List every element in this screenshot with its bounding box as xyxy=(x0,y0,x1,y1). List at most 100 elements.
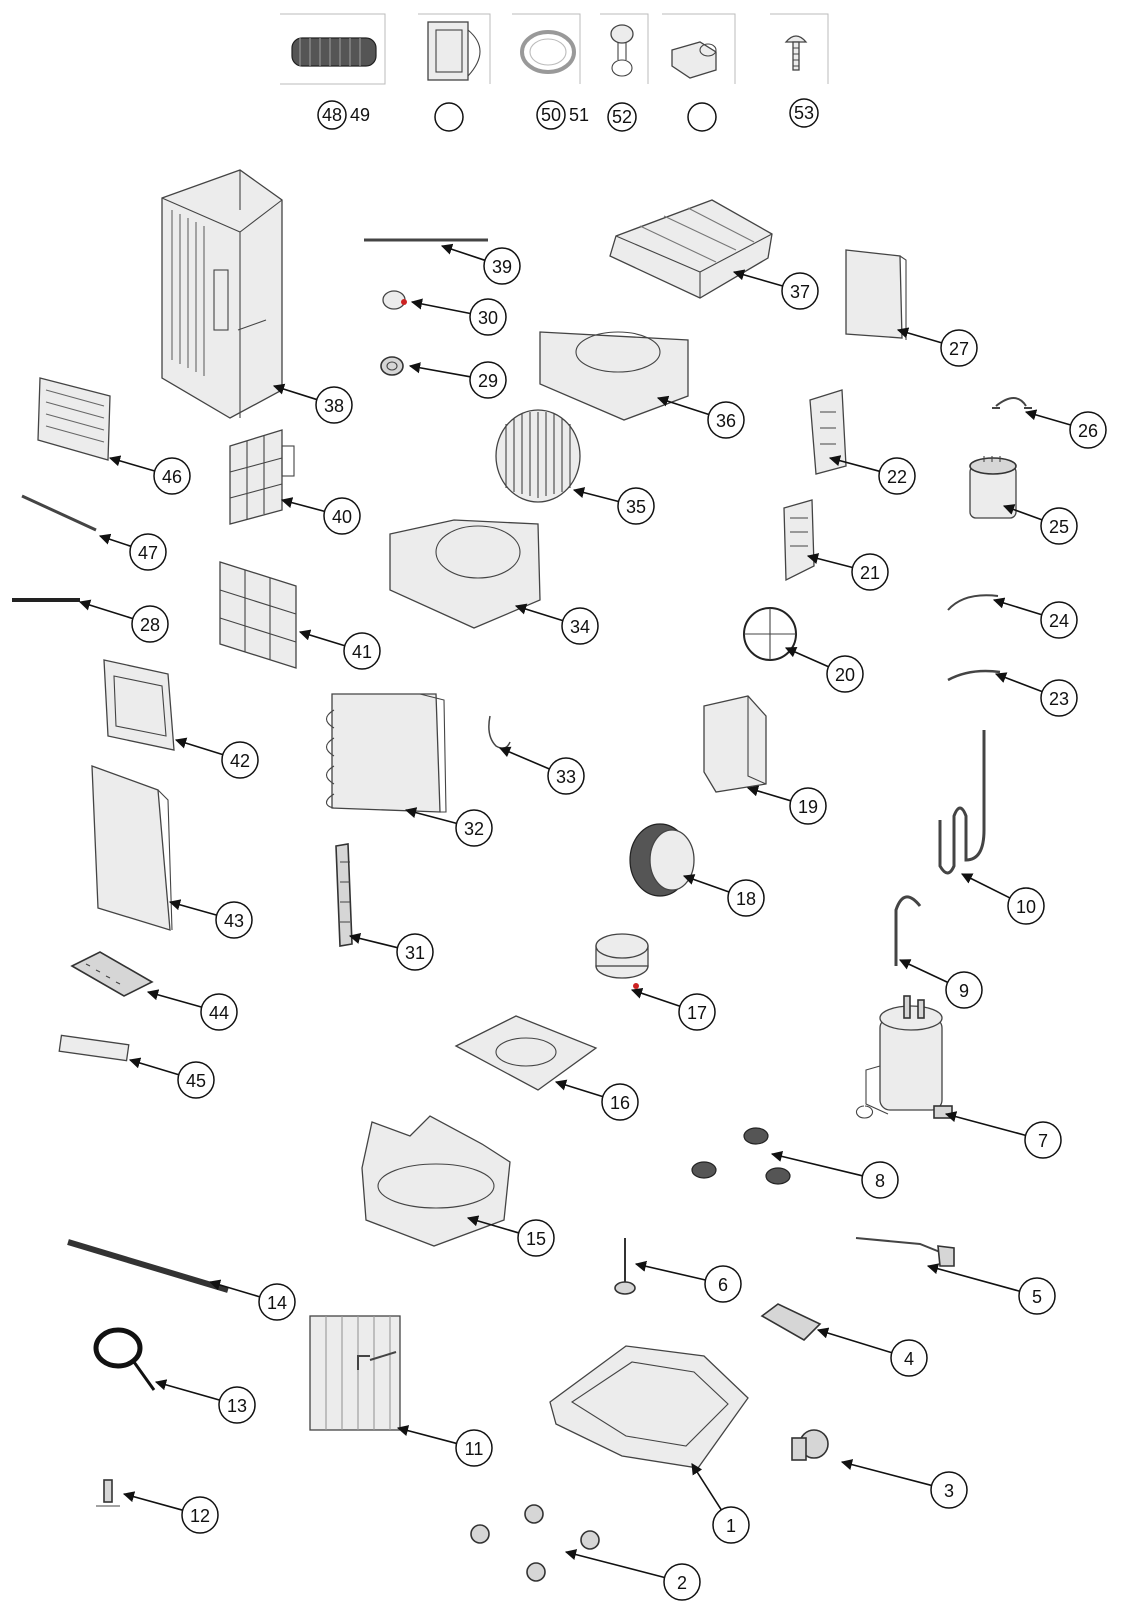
filter-frame-part xyxy=(37,377,111,461)
callout-bubble xyxy=(323,497,361,535)
leader-line xyxy=(498,746,550,770)
valve-part xyxy=(96,1479,120,1507)
callout-bubble xyxy=(945,971,983,1009)
callout-number: 34 xyxy=(570,617,590,637)
callout-bubble xyxy=(455,1429,493,1467)
top-cover-part xyxy=(609,199,773,299)
callout-number: 2 xyxy=(677,1573,687,1593)
callout-number: 26 xyxy=(1078,421,1098,441)
callout-29: 29 xyxy=(408,361,507,399)
leader-line xyxy=(926,1263,1020,1292)
callout-4: 4 xyxy=(816,1327,928,1377)
fan-motor-part xyxy=(595,933,649,989)
callout-number: 18 xyxy=(736,889,756,909)
callout-13: 13 xyxy=(154,1379,256,1424)
callout-bubble xyxy=(181,1496,219,1534)
callout-bubble xyxy=(878,457,916,495)
callout-number: 6 xyxy=(718,1275,728,1295)
drain-cap-icon xyxy=(600,13,649,84)
callout-number: 46 xyxy=(162,467,182,487)
leader-line xyxy=(806,553,853,569)
callout-bubble xyxy=(890,1339,928,1377)
callout-bubble xyxy=(483,247,521,285)
callout-bubble xyxy=(678,993,716,1031)
callout-42: 42 xyxy=(174,737,259,779)
callout-bubble xyxy=(561,607,599,645)
callout-37: 37 xyxy=(732,269,819,310)
fan-shroud-part xyxy=(361,1115,511,1247)
callout-44: 44 xyxy=(146,989,238,1031)
leader-line xyxy=(154,1379,220,1401)
callout-number: 7 xyxy=(1038,1131,1048,1151)
callout-bubble xyxy=(707,401,745,439)
leader-line xyxy=(784,646,829,668)
callout-number: 22 xyxy=(887,467,907,487)
bushing-29-part xyxy=(380,356,404,376)
leader-line xyxy=(408,362,471,378)
svg-text:51: 51 xyxy=(569,105,589,125)
accessory-label-53: 53 xyxy=(789,98,819,128)
callout-9: 9 xyxy=(898,959,983,1009)
callout-bubble xyxy=(343,632,381,670)
callout-47: 47 xyxy=(98,533,167,571)
leader-line xyxy=(78,599,134,620)
callout-number: 25 xyxy=(1049,517,1069,537)
callout-36: 36 xyxy=(656,395,745,439)
callout-28: 28 xyxy=(78,599,169,643)
bracket-part xyxy=(335,843,353,947)
leader-line xyxy=(1024,409,1071,426)
accessory-label-blank-1 xyxy=(434,102,464,132)
callout-number: 36 xyxy=(716,411,736,431)
callout-number: 42 xyxy=(230,751,250,771)
wire-harness-part xyxy=(855,1237,955,1267)
callout-number: 44 xyxy=(209,1003,229,1023)
callout-number: 47 xyxy=(138,543,158,563)
callout-bubble xyxy=(547,757,585,795)
callout-bubble xyxy=(1040,679,1078,717)
callout-number: 41 xyxy=(352,642,372,662)
callout-number: 38 xyxy=(324,396,344,416)
leader-line xyxy=(554,1079,604,1098)
callout-bubble xyxy=(663,1563,701,1601)
callout-24: 24 xyxy=(992,597,1078,639)
leader-line xyxy=(564,1549,665,1579)
blower-housing-part xyxy=(389,519,541,629)
callout-bubble xyxy=(153,457,191,495)
callout-number: 20 xyxy=(835,665,855,685)
leader-line xyxy=(298,629,346,647)
callout-31: 31 xyxy=(348,932,434,971)
filter-41-part xyxy=(219,561,297,669)
leader-line xyxy=(960,873,1011,899)
callout-number: 33 xyxy=(556,767,576,787)
callout-number: 40 xyxy=(332,507,352,527)
leader-line xyxy=(146,989,202,1008)
callout-number: 29 xyxy=(478,371,498,391)
callout-45: 45 xyxy=(128,1057,215,1099)
callout-number: 1 xyxy=(726,1516,736,1536)
callout-number: 16 xyxy=(610,1093,630,1113)
callout-32: 32 xyxy=(404,807,493,847)
callout-number: 37 xyxy=(790,282,810,302)
power-cord-part xyxy=(93,1327,156,1391)
callout-19: 19 xyxy=(746,785,827,825)
callout-40: 40 xyxy=(280,497,361,535)
leader-line xyxy=(944,1111,1026,1137)
callout-18: 18 xyxy=(682,874,765,917)
svg-text:50: 50 xyxy=(541,105,561,125)
callout-22: 22 xyxy=(828,455,916,495)
rubber-feet-part xyxy=(691,1127,791,1185)
leader-line xyxy=(682,874,730,893)
callout-15: 15 xyxy=(466,1215,555,1257)
callout-bubble xyxy=(789,787,827,825)
leader-line xyxy=(108,455,155,472)
main-pcb-part xyxy=(809,389,847,475)
callout-bubble xyxy=(704,1265,742,1303)
callout-number: 12 xyxy=(190,1506,210,1526)
callout-number: 10 xyxy=(1016,897,1036,917)
accessory-number: 48 xyxy=(322,105,342,125)
leader-line xyxy=(514,603,564,622)
callout-number: 19 xyxy=(798,797,818,817)
callout-bubble xyxy=(215,901,253,939)
leader-line xyxy=(634,1260,706,1281)
